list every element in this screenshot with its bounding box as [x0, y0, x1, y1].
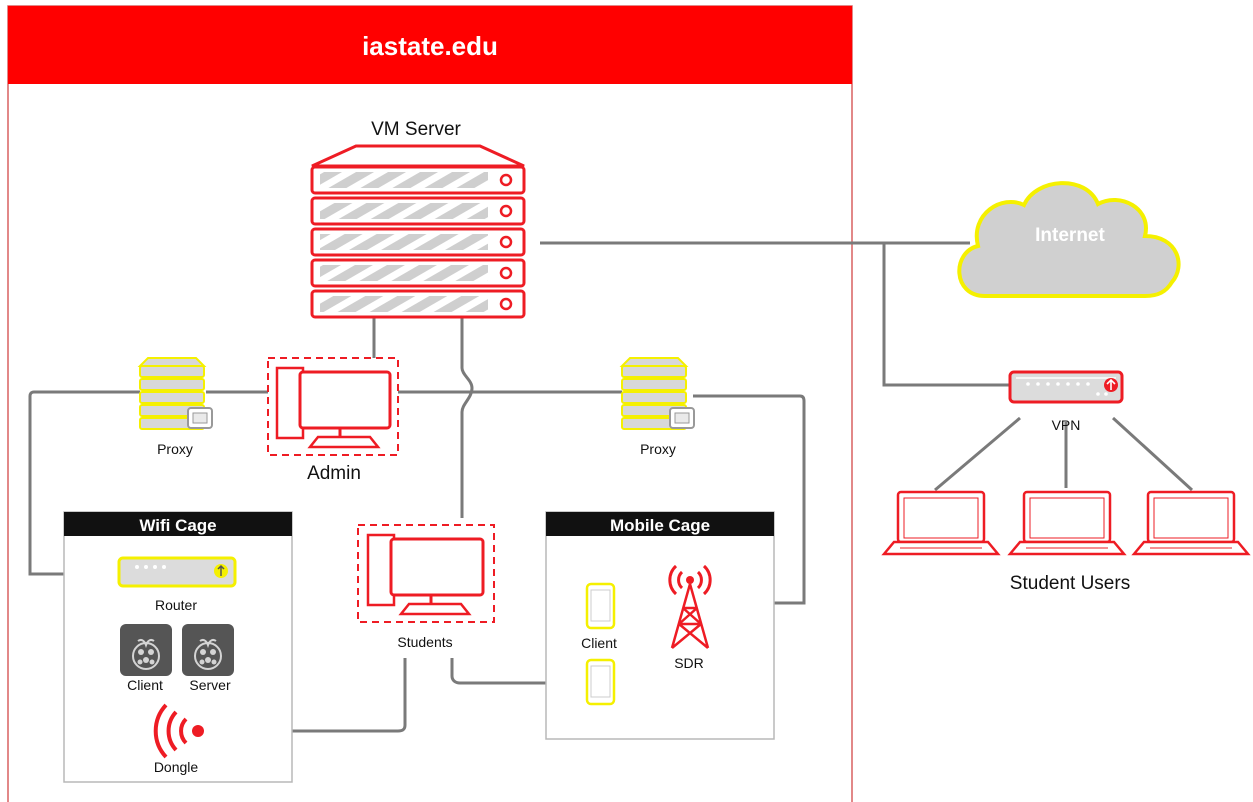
- vpn-label: VPN: [1052, 417, 1081, 433]
- mobile-phone-icon: [585, 582, 616, 630]
- zone-header: [8, 6, 852, 84]
- dongle-wireless-icon: [153, 703, 204, 759]
- wire-server-students: [460, 316, 474, 518]
- admin-label: Admin: [307, 463, 361, 484]
- students-computer-icon: [357, 524, 495, 623]
- student-users-label: Student Users: [1010, 573, 1130, 594]
- student-laptop-icon: [881, 490, 1001, 556]
- proxy-right-label: Proxy: [640, 441, 676, 457]
- zone-title: iastate.edu: [362, 31, 498, 61]
- wifi-cage-title: Wifi Cage: [139, 516, 216, 535]
- proxy-left-icon: [137, 357, 213, 430]
- raspberry-pi-server-icon: [182, 624, 234, 676]
- admin-computer-icon: [267, 357, 399, 456]
- wire-internet-vpn: [882, 243, 1010, 387]
- dongle-label: Dongle: [154, 759, 199, 775]
- student-laptop-icon: [1007, 490, 1127, 556]
- wifi-client-label: Client: [127, 677, 163, 693]
- student-laptop-icon: [1131, 490, 1251, 556]
- wire-students-phone: [450, 658, 586, 685]
- mobile-client-label: Client: [581, 635, 617, 651]
- wire-proxyright-sdr: [693, 394, 806, 605]
- mobile-cage-header: [546, 512, 774, 536]
- mobile-cage: Mobile Cage Client SDR: [545, 511, 775, 740]
- wifi-cage-header: [64, 512, 292, 536]
- internet-label: Internet: [1035, 225, 1105, 246]
- router-label: Router: [155, 597, 197, 613]
- mobile-phone-icon: [585, 658, 616, 706]
- sdr-antenna-icon: [668, 564, 712, 649]
- proxy-right-icon: [619, 357, 695, 430]
- iastate-zone: iastate.edu: [7, 5, 853, 802]
- mobile-cage-title: Mobile Cage: [610, 516, 710, 535]
- students-label: Students: [397, 634, 452, 650]
- link-vpn-laptop3: [1111, 416, 1194, 492]
- sdr-label: SDR: [674, 655, 704, 671]
- wire-students-dongle: [205, 658, 407, 733]
- link-vpn-laptop1: [934, 416, 1021, 492]
- raspberry-pi-client-icon: [120, 624, 172, 676]
- wifi-cage: Wifi Cage Router Client Server: [63, 511, 293, 783]
- vm-server-label: VM Server: [371, 119, 461, 140]
- router-icon: [117, 556, 237, 588]
- wire-proxyleft-router: [28, 390, 140, 576]
- proxy-left-label: Proxy: [157, 441, 193, 457]
- wifi-server-label: Server: [189, 677, 231, 693]
- vpn-appliance-icon: [1008, 370, 1124, 404]
- vm-server-icon: [310, 144, 526, 319]
- internet-cloud-icon: [957, 181, 1181, 298]
